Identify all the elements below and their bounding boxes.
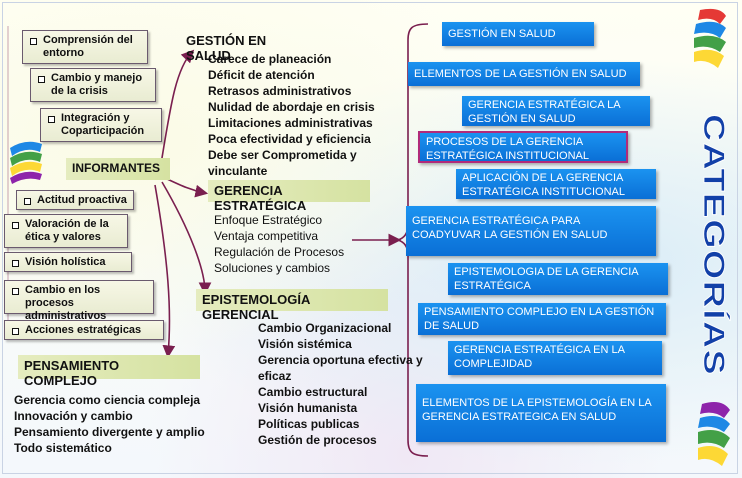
logo-ribbon-bottom-right-icon <box>698 402 730 466</box>
group-title-gerencia-estrategica: GERENCIA ESTRATÉGICA <box>208 180 370 213</box>
group-item: Soluciones y cambios <box>214 261 331 275</box>
group-item: Debe ser Comprometida y vinculante <box>208 148 357 178</box>
category-box: GERENCIA ESTRATÉGICA LA GESTIÓN EN SALUD <box>462 96 650 126</box>
group-item: Innovación y cambio <box>14 409 133 423</box>
checkbox-bullet-icon <box>12 328 19 335</box>
informant-item-label: Actitud proactiva <box>37 194 127 206</box>
group-list-gerencia-estrategica: Enfoque Estratégico Ventaja competitiva … <box>214 212 374 276</box>
group-item: Gerencia como ciencia compleja <box>14 393 201 407</box>
group-item: Cambio estructural <box>258 385 368 399</box>
group-item: Carece de planeación <box>208 52 332 66</box>
group-item: Visión sistémica <box>258 337 352 351</box>
group-item: Nulidad de abordaje en crisis <box>208 100 375 114</box>
group-list-epistemologia: Cambio Organizacional Visión sistémica G… <box>258 320 423 448</box>
checkbox-bullet-icon <box>12 222 19 229</box>
group-item: Limitaciones administrativas <box>208 116 373 130</box>
informant-item: Cambio y manejo de la crisis <box>30 68 156 102</box>
logo-ribbon-left-icon <box>10 141 42 184</box>
group-item: Regulación de Procesos <box>214 245 345 259</box>
informant-item: Cambio en los procesos administrativos <box>4 280 154 322</box>
category-box-highlighted: PROCESOS DE LA GERENCIA ESTRATÉGICA INST… <box>418 131 628 163</box>
category-box: ELEMENTOS DE LA GESTIÓN EN SALUD <box>408 62 640 86</box>
informant-item: Integración y Coparticipación <box>40 108 162 142</box>
group-item: Políticas publicas <box>258 417 360 431</box>
group-item: Cambio Organizacional <box>258 321 392 335</box>
group-title-epistemologia: EPISTEMOLOGÍA GERENCIAL <box>196 289 388 322</box>
informant-item: Valoración de la ética y valores <box>4 214 128 248</box>
checkbox-bullet-icon <box>48 116 55 123</box>
category-box: ELEMENTOS DE LA EPISTEMOLOGÍA EN LA GERE… <box>416 384 666 442</box>
category-box: GERENCIA ESTRATÉGICA PARA COADYUVAR LA G… <box>406 206 656 256</box>
arrow-to-gestion-en-salud <box>159 49 195 171</box>
informant-item-label: Comprensión del entorno <box>43 34 133 59</box>
checkbox-bullet-icon <box>30 38 37 45</box>
category-box: GERENCIA ESTRATÉGICA EN LA COMPLEJIDAD <box>448 341 662 375</box>
group-item: Gestión de procesos <box>258 433 377 447</box>
informants-title: INFORMANTES <box>66 158 170 180</box>
categories-label-text: CATEGORÍAS <box>697 114 731 376</box>
category-box: PENSAMIENTO COMPLEJO EN LA GESTIÓN DE SA… <box>418 303 666 335</box>
categories-vertical-label: CATEGORÍAS <box>697 114 732 377</box>
checkbox-bullet-icon <box>38 76 45 83</box>
logo-ribbon-top-right-icon <box>694 8 726 68</box>
category-box: EPISTEMOLOGIA DE LA GERENCIA ESTRATÉGICA <box>448 263 668 295</box>
category-box: APLICACIÓN DE LA GERENCIA ESTRATÉGICA IN… <box>456 169 656 199</box>
arrow-to-gerencia-estrategica <box>164 177 209 198</box>
group-title-pensamiento-complejo: PENSAMIENTO COMPLEJO <box>18 355 200 388</box>
group-item: Retrasos administrativos <box>208 84 352 98</box>
group-list-gestion-en-salud: Carece de planeación Déficit de atención… <box>208 51 398 179</box>
arrow-to-epistemologia <box>161 181 212 296</box>
informant-item-label: Visión holística <box>25 256 106 268</box>
informant-item-label: Integración y Coparticipación <box>61 112 145 137</box>
informant-item-label: Valoración de la ética y valores <box>25 218 109 243</box>
group-item: Pensamiento divergente y amplio <box>14 425 205 439</box>
checkbox-bullet-icon <box>12 260 19 267</box>
arrow-to-pensamiento-complejo <box>154 184 176 359</box>
group-item: Enfoque Estratégico <box>214 213 323 227</box>
informant-item: Comprensión del entorno <box>22 30 148 64</box>
checkbox-bullet-icon <box>24 198 31 205</box>
group-item: Ventaja competitiva <box>214 229 319 243</box>
categories-brace <box>395 23 429 457</box>
group-item: Déficit de atención <box>208 68 315 82</box>
informant-item: Visión holística <box>4 252 132 272</box>
group-title-gestion-en-salud: GESTIÓN EN SALUD <box>186 33 267 63</box>
informant-item-label: Cambio y manejo de la crisis <box>51 72 143 97</box>
group-item: Todo sistemático <box>14 441 112 455</box>
category-box: GESTIÓN EN SALUD <box>442 22 594 46</box>
group-list-pensamiento-complejo: Gerencia como ciencia compleja Innovació… <box>14 392 244 456</box>
group-item: Gerencia oportuna efectiva y eficaz <box>258 353 423 383</box>
group-item: Visión humanista <box>258 401 358 415</box>
informant-item: Actitud proactiva <box>16 190 134 210</box>
group-item: Poca efectividad y eficiencia <box>208 132 371 146</box>
informant-item-label: Acciones estratégicas <box>25 324 142 336</box>
informant-item: Acciones estratégicas <box>4 320 164 340</box>
informant-item-label: Cambio en los procesos administrativos <box>25 284 107 322</box>
checkbox-bullet-icon <box>12 288 19 295</box>
